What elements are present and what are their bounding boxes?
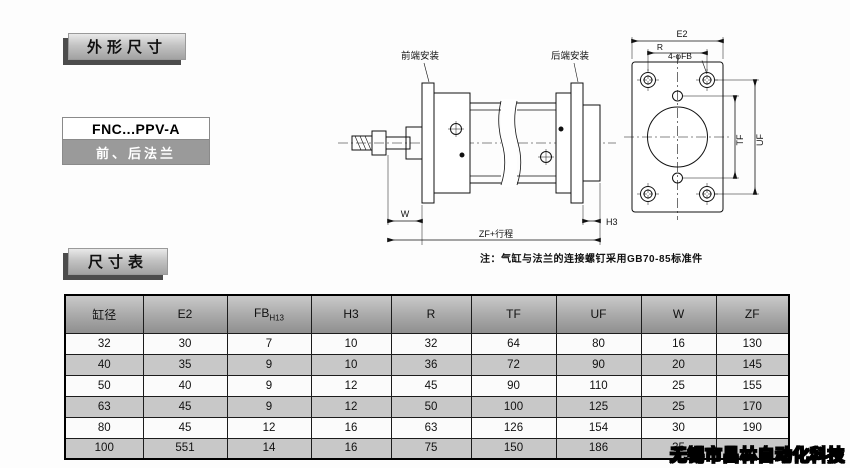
table-header-row: 缸径 E2 FBH13 H3 R TF UF W ZF — [64, 294, 790, 334]
table-cell: 125 — [555, 395, 642, 418]
col-header-fb: FBH13 — [226, 294, 312, 334]
table-cell: 32 — [64, 332, 144, 355]
table-cell: 154 — [555, 416, 642, 439]
table-cell: 32 — [390, 332, 472, 355]
dim-label-r: R — [657, 42, 663, 52]
table-cell: 30 — [142, 332, 228, 355]
table-cell: 145 — [715, 353, 790, 376]
table-cell: 80 — [64, 416, 144, 439]
col-header-w: W — [640, 294, 717, 334]
dim-label-h3: H3 — [606, 217, 618, 227]
table-cell: 75 — [390, 437, 472, 460]
table-cell: 35 — [142, 353, 228, 376]
table-cell: 50 — [64, 374, 144, 397]
table-cell: 100 — [64, 437, 144, 460]
dim-label-e2: E2 — [676, 29, 687, 39]
model-description: 前、后法兰 — [63, 140, 209, 164]
table-cell: 30 — [640, 416, 717, 439]
table-cell: 16 — [310, 437, 392, 460]
table-cell: 64 — [470, 332, 557, 355]
table-cell: 110 — [555, 374, 642, 397]
table-cell: 72 — [470, 353, 557, 376]
dim-label-w: W — [401, 209, 410, 219]
table-cell: 9 — [226, 353, 312, 376]
cylinder-flange-drawing-svg: 前端安装 后端安装 W H3 ZF+行程 — [338, 29, 765, 245]
dim-label-fb: 4-φFB — [668, 51, 692, 61]
table-cell: 25 — [640, 395, 717, 418]
rear-mount-label: 后端安装 — [551, 50, 590, 62]
table-cell: 16 — [640, 332, 717, 355]
table-cell: 45 — [142, 416, 228, 439]
table-cell: 126 — [470, 416, 557, 439]
table-cell: 45 — [142, 395, 228, 418]
col-header-e2: E2 — [142, 294, 228, 334]
table-cell: 551 — [142, 437, 228, 460]
front-mount-label: 前端安装 — [401, 50, 440, 62]
table-cell: 90 — [470, 374, 557, 397]
dim-label-uf: UF — [755, 134, 765, 146]
section-title-text: 尺寸表 — [87, 254, 148, 271]
watermark: 无锡市昌林自动化科技 — [670, 446, 846, 466]
section-title-text: 外形尺寸 — [86, 39, 167, 56]
table-cell: 12 — [310, 374, 392, 397]
table-cell: 10 — [310, 332, 392, 355]
table-cell: 150 — [470, 437, 557, 460]
col-header-uf: UF — [555, 294, 642, 334]
table-cell: 90 — [555, 353, 642, 376]
col-header-tf: TF — [470, 294, 557, 334]
section-title-dimension-table: 尺寸表 — [68, 248, 168, 275]
table-cell: 12 — [226, 416, 312, 439]
table-cell: 14 — [226, 437, 312, 460]
table-cell: 36 — [390, 353, 472, 376]
table-cell: 170 — [715, 395, 790, 418]
col-header-h3: H3 — [310, 294, 392, 334]
table-cell: 25 — [640, 374, 717, 397]
model-code: FNC...PPV-A — [63, 118, 209, 140]
table-cell: 40 — [64, 353, 144, 376]
table-cell: 9 — [226, 395, 312, 418]
col-header-r: R — [390, 294, 472, 334]
table-cell: 80 — [555, 332, 642, 355]
table-cell: 20 — [640, 353, 717, 376]
table-cell: 50 — [390, 395, 472, 418]
table-cell: 186 — [555, 437, 642, 460]
assembly-note: 注：气缸与法兰的连接螺钉采用GB70-85标准件 — [480, 254, 703, 265]
section-title-outline-dimensions: 外形尺寸 — [68, 33, 186, 60]
table-cell: 63 — [64, 395, 144, 418]
col-header-bore: 缸径 — [64, 294, 144, 334]
model-box: FNC...PPV-A 前、后法兰 — [62, 117, 210, 165]
table-cell: 35 — [640, 437, 717, 460]
table-cell: 10 — [310, 353, 392, 376]
table-cell: 130 — [715, 332, 790, 355]
table-cell: 45 — [390, 374, 472, 397]
dim-label-zf: ZF+行程 — [479, 228, 513, 239]
dim-label-tf: TF — [735, 134, 745, 145]
table-cell: 9 — [226, 374, 312, 397]
table-cell: 40 — [142, 374, 228, 397]
technical-drawing: 前端安装 后端安装 W H3 ZF+行程 — [330, 25, 810, 270]
table-cell: 63 — [390, 416, 472, 439]
table-cell: 155 — [715, 374, 790, 397]
col-header-zf: ZF — [715, 294, 790, 334]
table-cell: 16 — [310, 416, 392, 439]
table-cell — [715, 437, 790, 460]
table-cell: 7 — [226, 332, 312, 355]
table-cell: 100 — [470, 395, 557, 418]
table-cell: 12 — [310, 395, 392, 418]
table-cell: 190 — [715, 416, 790, 439]
